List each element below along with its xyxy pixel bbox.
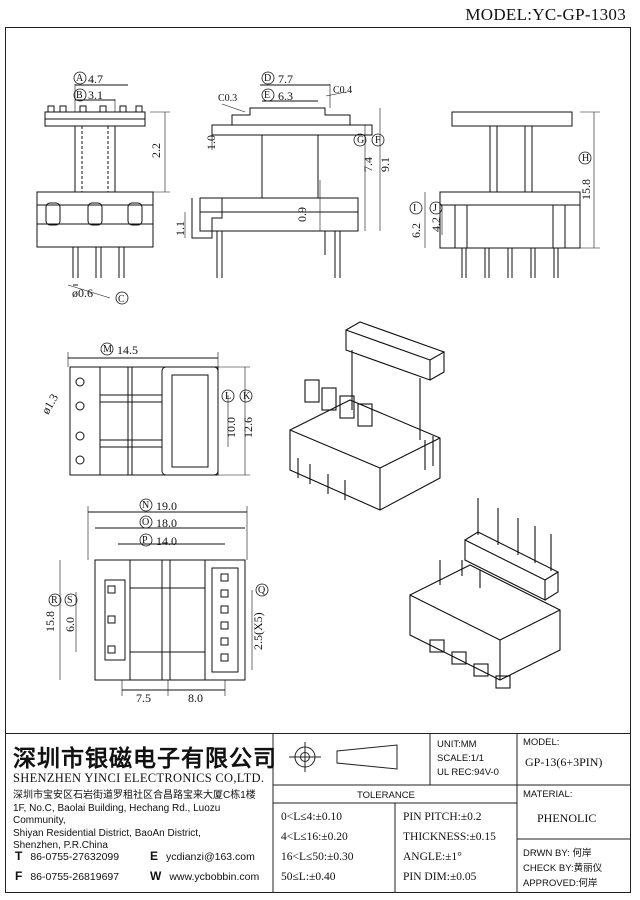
dim-C-value: ø0.6 [72,286,93,300]
dim-G-value: 7.4 [361,157,375,172]
model-label: MODEL: [523,737,560,748]
bottom-view [48,498,269,696]
tolerance-right-2: THICKNESS:±0.15 [403,831,496,843]
dim-E-label: E [264,90,270,101]
dim-H-label: H [582,153,589,164]
title-block: 深圳市银磁电子有限公司 SHENZHEN YINCI ELECTRONICS C… [5,733,631,893]
drawing-frame [5,27,631,893]
dim-F-label: F [375,135,381,146]
dim-7-5: 7.5 [136,691,151,705]
dim-L-label: L [225,391,231,402]
dim-F-value: 9.1 [378,157,392,172]
tel-label: T [15,849,23,863]
tolerance-left-1: 0<L≤4:±0.10 [281,811,342,823]
drawn-by: DRWN BY: 何岸 [523,848,592,859]
model-title: MODEL:YC-GP-1303 [465,5,626,24]
dim-P-value: 14.0 [156,534,177,548]
top-view [67,342,253,476]
side-view [184,71,385,278]
dim-B-label: B [76,90,83,101]
web-label: W [150,869,162,883]
model-value: GP-13(6+3PIN) [525,755,603,769]
dim-O-value: 18.0 [156,516,177,530]
checked-by: CHECK BY:黄丽仪 [523,863,603,874]
dim-C-label: C [118,294,125,305]
email-value: ycdianzi@163.com [166,851,255,863]
tolerance-title: TOLERANCE [357,790,415,801]
isometric-view-top [289,321,446,511]
dim-A-label: A [76,73,84,84]
dim-J-label: J [433,203,437,214]
header: MODEL:YC-GP-1303 [0,0,640,30]
chamfer-c04: C0.4 [333,85,352,96]
dim-I-value: 6.2 [409,223,423,238]
scale: SCALE:1/1 [437,753,484,764]
dim-K-value: 12.6 [241,417,255,438]
chamfer-c03: C0.3 [218,93,237,104]
dim-N-value: 19.0 [156,499,177,513]
address-line: Shenzhen, P.R.China [13,840,108,851]
dim-D-value: 7.7 [278,72,293,86]
company-name-en: SHENZHEN YINCI ELECTRONICS CO,LTD. [13,771,265,785]
material-value: PHENOLIC [537,811,597,825]
tolerance-left-4: 50≤L:±0.40 [281,871,336,883]
ul-rec: UL REC:94V-0 [437,767,499,778]
dim-I-label: I [413,203,416,214]
fax-value: 86-0755-26819697 [30,871,120,883]
email-label: E [150,849,159,863]
tolerance-left-3: 16<L≤50:±0.30 [281,851,354,863]
company-name-cn: 深圳市银磁电子有限公司 [13,745,277,772]
dim-O-label: O [142,517,149,528]
dim-B-value: 3.1 [88,88,103,102]
tolerance-right-1: PIN PITCH:±0.2 [403,811,482,823]
dim-J-value: 4.2 [429,217,443,232]
tel-value: 86-0755-27632099 [30,851,120,863]
dim-S-label: S [67,595,73,606]
address-line: 深圳市宝安区石岩街道罗租社区合昌路宝来大厦C栋1楼 [13,790,256,801]
dim-Q-label: Q [258,585,266,596]
dim-M-value: 14.5 [117,343,138,357]
material-label: MATERIAL: [523,789,573,800]
dim-H-value: 15.8 [579,179,593,200]
fax-label: F [15,869,23,883]
telephone: T 86-0755-27632099 [15,849,119,863]
right-view [409,111,600,278]
dim-phi13: ø1.3 [38,391,61,416]
dim-S-value: 6.0 [63,617,77,632]
address-line: 1F, No.C, Baolai Building, Hechang Rd., … [13,802,221,827]
fax: F 86-0755-26819697 [15,869,119,883]
address-line: Shiyan Residential District, BaoAn Distr… [13,827,201,839]
dim-1-1: 1.1 [173,221,187,236]
unit: UNIT:MM [437,739,477,750]
dim-G-label: G [357,135,364,146]
dim-1-0: 1.0 [204,135,218,150]
dim-M-label: M [103,344,112,355]
dim-8-0: 8.0 [188,691,203,705]
front-view [36,71,170,305]
tolerance-right-4: PIN DIM:±0.05 [403,871,477,883]
dim-K-label: K [243,391,251,402]
tolerance-right-3: ANGLE:±1° [403,851,462,863]
title-block-grid [5,733,631,893]
isometric-view-bottom [409,498,561,689]
approved-by: APPROVED:何岸 [523,878,598,889]
dim-E-value: 6.3 [278,89,293,103]
dim-L-value: 10.0 [224,417,238,438]
dim-N-label: N [142,500,149,511]
tolerance-left-2: 4<L≤16:±0.20 [281,831,348,843]
dim-R-label: R [51,595,58,606]
dim-P-label: P [142,535,148,546]
company-address: 深圳市宝安区石岩街道罗租社区合昌路宝来大厦C栋1楼 1F, No.C, Baol… [13,790,268,853]
dim-2-2: 2.2 [149,143,163,158]
dim-A-value: 4.7 [88,72,103,86]
web-value: www.ycbobbin.com [169,871,260,883]
dim-Q-value: 2.5(X5) [251,612,265,650]
dim-D-label: D [264,73,271,84]
dim-R-value: 15.8 [43,611,57,632]
dim-0-9: 0.9 [295,207,309,222]
technical-drawing: 4.7 A 3.1 B 2.2 ø0.6 C 7.7 D 6.3 E C0.3 … [36,71,600,705]
